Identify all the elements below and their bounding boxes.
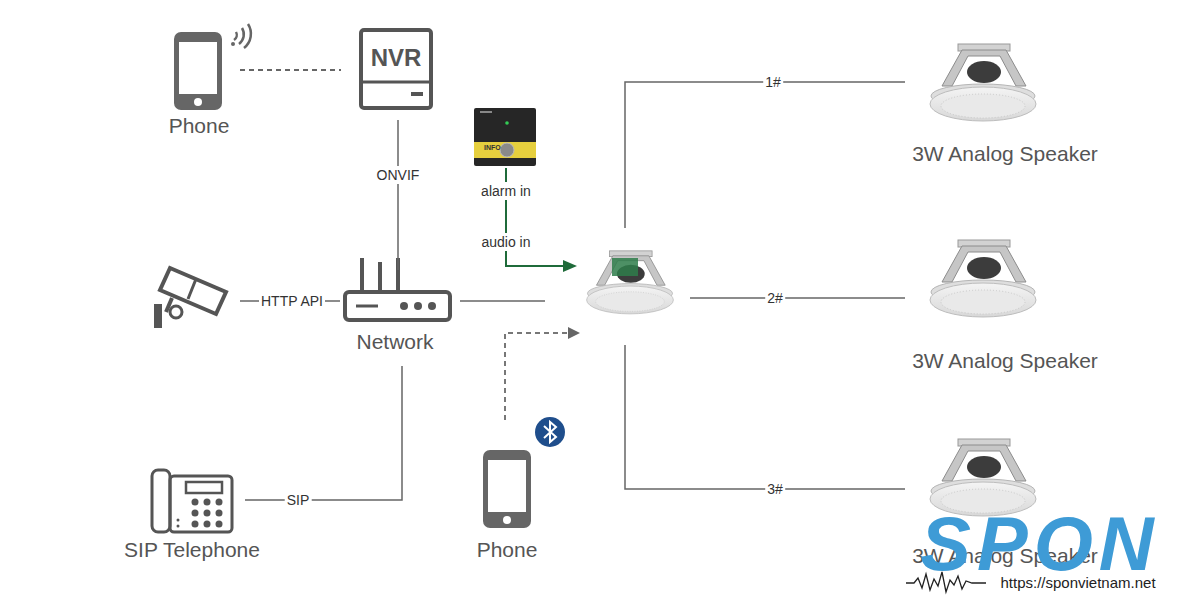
- device-node: Phone: [468, 445, 546, 562]
- router-slot: [356, 305, 378, 308]
- node-label: Phone: [477, 538, 538, 562]
- telephone-body: [170, 476, 232, 532]
- arrow-head: [568, 327, 580, 339]
- wifi-arc: [239, 28, 244, 44]
- alarm-panel: INFO: [474, 108, 536, 166]
- edge-label: ONVIF: [375, 166, 422, 184]
- connector-line: [397, 120, 399, 270]
- nvr-outline: [361, 30, 431, 108]
- connector-line: [240, 69, 341, 71]
- key: [204, 510, 211, 517]
- panel-logo: [480, 111, 492, 113]
- dot: [177, 519, 180, 522]
- key: [216, 499, 223, 506]
- camera-body: [160, 268, 226, 314]
- connector-line: [245, 366, 402, 500]
- signal-label: audio in: [479, 233, 532, 251]
- telephone-screen: [186, 482, 222, 493]
- node-label: Network: [356, 330, 433, 354]
- dot: [177, 525, 180, 528]
- node-label: SIP Telephone: [124, 538, 260, 562]
- analog-speaker: [930, 439, 1036, 516]
- speaker-wire: [625, 82, 905, 228]
- speaker-wire: [625, 345, 905, 489]
- bluetooth-rune: [544, 422, 556, 442]
- analog-speaker: [930, 44, 1036, 121]
- network-speaker: [587, 251, 674, 314]
- sip-telephone-node: SIP Telephone: [127, 465, 257, 562]
- wifi-arc: [234, 32, 237, 40]
- bluetooth-link: [505, 333, 570, 420]
- edge-label: SIP: [285, 491, 312, 509]
- node-label: Phone: [169, 114, 230, 138]
- node-label: 3W Analog Speaker: [912, 349, 1098, 373]
- callout-number: 3#: [765, 480, 785, 498]
- key: [192, 510, 199, 517]
- panel-button: [500, 143, 514, 157]
- wifi-dot: [231, 42, 235, 46]
- panel-body: [474, 108, 536, 166]
- node-label: NVR: [371, 44, 422, 72]
- node-label: INFO: [484, 144, 501, 152]
- analog-speaker: [930, 240, 1036, 317]
- key: [192, 499, 199, 506]
- camera-joint: [170, 306, 182, 318]
- network-wire: [460, 300, 545, 302]
- interface-label: HTTP API: [259, 292, 325, 310]
- device-node: Phone: [160, 28, 238, 138]
- signal-label: alarm in: [479, 182, 533, 200]
- speaker-wire: [690, 297, 905, 299]
- arrow-head: [563, 260, 577, 272]
- key: [204, 521, 211, 528]
- camera-base: [154, 304, 162, 328]
- bluetooth-badge: [535, 417, 565, 447]
- router-body: [345, 292, 450, 320]
- nvr-divider: [361, 81, 431, 84]
- handset: [152, 470, 170, 532]
- panel-strip: [474, 142, 536, 158]
- callout-number: 2#: [765, 289, 785, 307]
- panel-led: [505, 121, 509, 125]
- watermark-url: https://sponvietnam.net: [1000, 575, 1155, 591]
- phone-icon: [483, 450, 531, 528]
- camera-stripe: [188, 279, 196, 299]
- key: [216, 510, 223, 517]
- router-led: [414, 302, 422, 310]
- nvr-box: NVR: [361, 30, 431, 108]
- key: [216, 521, 223, 528]
- router-led: [428, 302, 436, 310]
- wifi-arc: [244, 24, 251, 48]
- key: [192, 521, 199, 528]
- speaker-node: 3W Analog Speaker: [895, 40, 1115, 166]
- router-antenna: [378, 262, 382, 292]
- phone-icon: [174, 32, 222, 110]
- network-node: Network: [340, 258, 450, 354]
- nvr-led: [411, 92, 423, 96]
- callout-number: 1#: [763, 73, 783, 91]
- speaker-node: 3W Analog Speaker: [895, 235, 1115, 373]
- key: [204, 499, 211, 506]
- router-led: [400, 302, 408, 310]
- watermark-logo: SPON: [920, 506, 1159, 582]
- router-antenna: [360, 258, 364, 292]
- node-label: 3W Analog Speaker: [912, 142, 1098, 166]
- speaker-board: [612, 258, 638, 276]
